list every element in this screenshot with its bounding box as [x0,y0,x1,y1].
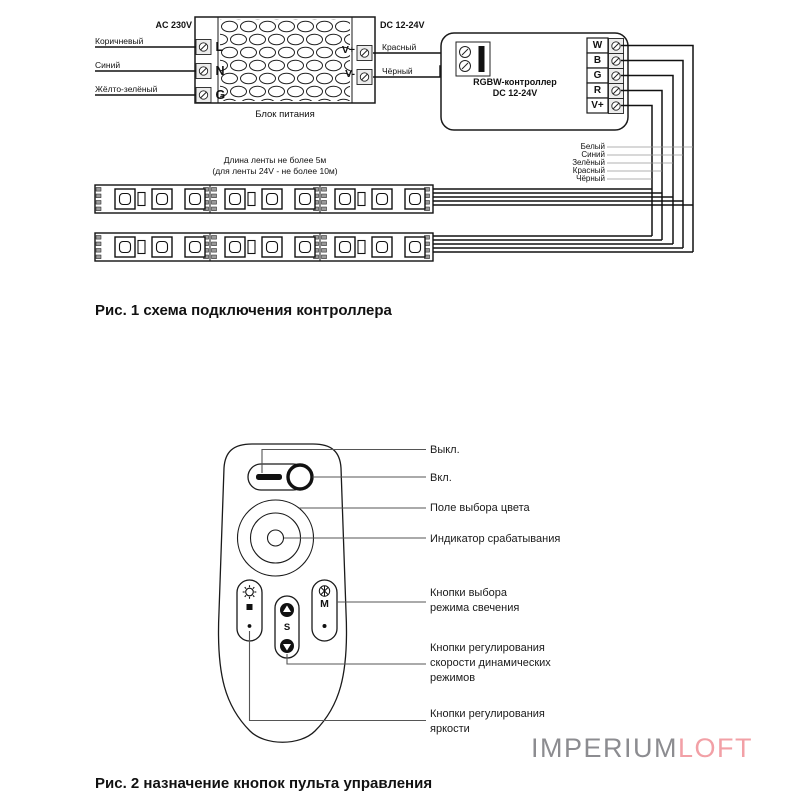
sun-icon [242,585,257,599]
wire-label-blue-2: Синий [581,150,605,159]
controller-subtitle: DC 12-24V [492,88,538,98]
controller-title: RGBW-контроллер [473,77,557,87]
power-supply-box [194,16,376,104]
vent-holes [220,19,350,101]
controller-terminal-R: R [593,85,602,96]
controller-terminal-W: W [592,40,603,51]
wire-label-black: Чёрный [382,66,413,76]
label-speed-buttons: Кнопки регулирования скорости динамическ… [430,642,551,684]
brightness-down-dot-icon [247,624,252,628]
vplus-label: V+ [341,44,355,56]
power-on-ring-icon [286,463,314,491]
figure1-caption: Рис. 1 схема подключения контроллера [95,302,392,319]
mode-letter: M [320,598,329,610]
wire-label-green: Зелёный [572,158,605,167]
color-wheel-icon [318,585,331,597]
mode-buttons-pill [311,579,338,642]
remote-body [217,443,426,743]
led-strip-2 [94,232,693,262]
controller-terminal-G: G [593,70,602,81]
psu-caption: Блок питания [255,109,315,120]
mode-dot-icon [322,624,327,628]
square-icon [246,604,253,610]
power-off-bar-icon [256,474,282,480]
wire-label-red: Красный [382,42,417,52]
wire-label-white: Белый [580,142,605,151]
controller-to-strip-wires [621,44,694,252]
terminal-L-label: L [215,40,224,54]
strip-note-line1: Длина ленты не более 5м [223,155,327,165]
ac-input-wires [95,46,196,96]
wire-label-yellow-green: Жёлто-зелёный [95,84,158,94]
rgbw-controller-box [440,32,629,131]
indicator-circle [266,529,285,547]
wire-label-leaders [607,146,693,180]
logo-part-gray: IMPERIUM [531,733,678,763]
terminal-G-label: G [215,88,226,102]
label-off: Выкл. [430,444,460,456]
led-strip-1 [94,184,693,214]
wire-label-blue: Синий [95,60,121,70]
terminal-N-label: N [215,64,225,78]
figure2-caption: Рис. 2 назначение кнопок пульта управлен… [95,775,433,792]
imperiumloft-logo: IMPERIUMLOFT [531,733,753,764]
controller-terminal-B: B [593,55,602,66]
ac-voltage-label: AC 230V [155,20,192,30]
strip-note-line2: (для ленты 24V - не более 10м) [212,166,338,176]
wire-label-black-2: Чёрный [576,174,605,183]
label-color-field: Поле выбора цвета [430,502,530,514]
speed-letter: S [283,622,291,633]
dc-voltage-label: DC 12-24V [380,20,425,30]
label-brightness-buttons: Кнопки регулирования яркости [430,708,545,735]
wire-label-brown: Коричневый [95,36,144,46]
label-mode-buttons: Кнопки выбора режима свечения [430,587,520,614]
vminus-label: V- [345,68,355,80]
label-indicator: Индикатор срабатывания [430,533,561,545]
speed-buttons-pill [274,595,300,659]
controller-terminal-Vplus: V+ [591,100,604,111]
brightness-buttons-pill [236,579,263,642]
label-on: Вкл. [430,472,452,484]
wire-label-red-2: Красный [572,166,605,175]
callout-lines [248,448,426,722]
logo-part-pink: LOFT [678,733,754,763]
